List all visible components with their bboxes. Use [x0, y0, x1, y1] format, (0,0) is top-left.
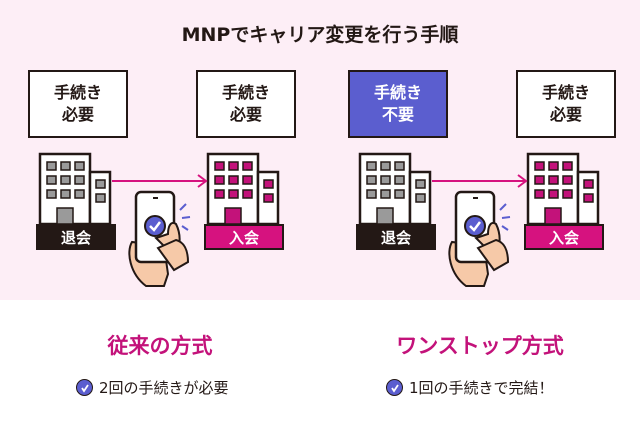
speech-bubble-leave: 手続き 必要 — [28, 70, 128, 138]
speech-bubble-leave: 手続き 不要 — [348, 70, 448, 138]
note-text: 2回の手続きが必要 — [99, 379, 229, 397]
bubble-text: 必要 — [549, 105, 582, 124]
bubble-text: 必要 — [61, 105, 94, 124]
bubble-text: 手続き — [53, 83, 102, 102]
diagram-background — [0, 0, 640, 300]
speech-bubble-join: 手続き 必要 — [196, 70, 296, 138]
note-one-stop: 1回の手続きで完結！ — [386, 377, 554, 398]
leave-label: 退会 — [356, 224, 436, 250]
check-circle-icon — [76, 379, 93, 396]
page-title: MNPでキャリア変更を行う手順 — [181, 24, 459, 46]
building-leave-icon — [38, 152, 112, 226]
heading-traditional: 従来の方式 — [107, 334, 213, 358]
note-text: 1回の手続きで完結！ — [409, 379, 554, 397]
building-join-icon — [206, 152, 280, 226]
bubble-text: 手続き — [541, 83, 590, 102]
check-circle-icon — [386, 379, 403, 396]
building-join-icon — [526, 152, 600, 226]
bubble-text: 不要 — [381, 105, 414, 124]
bubble-text: 手続き — [221, 83, 270, 102]
heading-one-stop: ワンストップ方式 — [396, 334, 564, 358]
bubble-text: 手続き — [373, 83, 422, 102]
transfer-arrow-icon — [432, 174, 528, 188]
smartphone-hand-icon — [448, 190, 511, 287]
leave-label: 退会 — [36, 224, 116, 250]
join-label: 入会 — [524, 224, 604, 250]
transfer-arrow-icon — [112, 174, 208, 188]
join-label: 入会 — [204, 224, 284, 250]
note-traditional: 2回の手続きが必要 — [76, 377, 229, 398]
building-leave-icon — [358, 152, 432, 226]
speech-bubble-join: 手続き 必要 — [516, 70, 616, 138]
bubble-text: 必要 — [229, 105, 262, 124]
smartphone-hand-icon — [128, 190, 191, 287]
